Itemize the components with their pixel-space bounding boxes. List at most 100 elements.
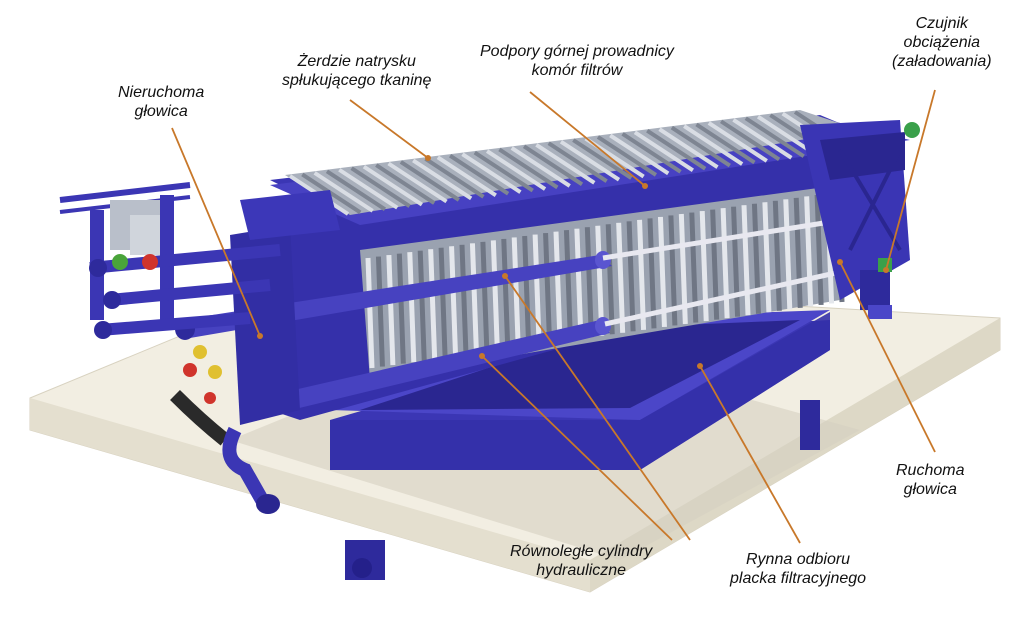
lower-plates [365, 191, 845, 369]
label-czujnik: Czujnik obciążenia (załadowania) [892, 14, 992, 71]
top-plate-rib [732, 118, 793, 160]
lower-plate-rib [637, 219, 647, 330]
base-platform-front-edge [30, 398, 590, 592]
top-plate-rib [646, 129, 707, 171]
leader-czujnik [885, 89, 936, 271]
top-plate-rib [547, 141, 608, 183]
top-plate-rib [670, 125, 731, 168]
label-podpory-line2: komór filtrów [531, 62, 623, 79]
lower-plate-rib [490, 240, 500, 351]
label-ruchoma: Ruchoma głowica [896, 461, 964, 499]
lower-plate-rib [438, 247, 448, 358]
top-plate-rib [424, 157, 485, 199]
top-plate-rib [498, 147, 559, 190]
leader-cylindry-1 [504, 275, 691, 541]
label-podpory: Podpory górnej prowadnicy komór filtrów [480, 42, 674, 80]
lower-plate-rib [793, 197, 803, 308]
top-plate-rib [461, 152, 522, 194]
lower-plate-rib [543, 232, 553, 344]
lower-plate-rib [480, 241, 490, 352]
leader-rynna [699, 365, 801, 544]
top-plate-rib [449, 154, 510, 196]
lower-plate-rib [407, 252, 417, 363]
top-plate-rib [301, 172, 362, 215]
label-nieruchoma-line1: Nieruchoma [118, 84, 205, 101]
lower-plate-rib [563, 230, 573, 341]
leader-podpory [529, 91, 646, 187]
lower-plate-rib [720, 208, 730, 319]
top-plate-rib [436, 155, 497, 197]
top-plate-rib [510, 146, 571, 188]
lower-plate-rib [647, 218, 657, 329]
lower-plate-rib [417, 250, 427, 361]
lower-plate-rib [396, 253, 406, 364]
lower-plate-rib [731, 206, 741, 317]
top-plate-rib [338, 168, 399, 210]
top-plate-rib [412, 158, 473, 201]
lower-plate-rib [532, 234, 542, 345]
lower-plate-rib [804, 196, 814, 307]
label-rynna-line2: placka filtracyjnego [730, 570, 867, 587]
lower-plate-rib [814, 194, 824, 306]
top-plate-rib [683, 124, 744, 166]
lower-plate-rib [574, 228, 584, 339]
lower-plate-rib [584, 227, 594, 338]
top-plate-rib [325, 169, 387, 211]
lower-plate-rib [459, 244, 469, 355]
top-plate-rib [399, 160, 460, 202]
label-cylindry-line2: hydrauliczne [536, 562, 627, 579]
label-zerdzie-line2: spłukującego tkaninę [282, 72, 432, 89]
label-czujnik-line1: Czujnik [915, 15, 969, 32]
label-zerdzie-line1: Żerdzie natrysku [297, 53, 416, 70]
leader-zerdzie [349, 99, 429, 159]
top-plate-rib [744, 116, 805, 158]
label-rynna: Rynna odbioru placka filtracyjnego [730, 550, 866, 588]
label-czujnik-line2: obciążenia [903, 34, 981, 51]
top-plate-rib [621, 132, 682, 174]
top-plate-rib [633, 130, 694, 172]
lower-plate-rib [553, 231, 563, 342]
top-plate-rib [473, 150, 534, 193]
top-plate-rib [658, 127, 719, 169]
lower-plate-rib [501, 238, 511, 350]
top-plate-rib [535, 143, 596, 185]
top-plate-rib [695, 122, 756, 165]
lower-plate-rib [616, 222, 626, 333]
lower-plate-rib [469, 243, 479, 354]
label-cylindry-line1: Równoległe cylindry [510, 543, 653, 560]
label-czujnik-line3: (załadowania) [892, 53, 992, 70]
top-plate-rib [375, 163, 436, 205]
lower-plate-rib [449, 246, 459, 357]
trough-outlet [352, 558, 372, 578]
top-plate-rib [572, 138, 633, 180]
label-zerdzie: Żerdzie natrysku spłukującego tkaninę [282, 52, 431, 90]
lower-plate-rib [428, 249, 438, 360]
top-plate-rib [559, 139, 621, 182]
top-plate-rib [313, 171, 374, 213]
lower-plate-rib [605, 224, 615, 335]
top-plate-rib [596, 135, 658, 177]
trough-inner [360, 320, 800, 410]
label-rynna-line1: Rynna odbioru [746, 551, 851, 568]
lower-plate-rib [386, 254, 396, 366]
lower-plate-rib [375, 256, 385, 367]
top-plate-rib [485, 149, 547, 191]
leader-lines [171, 89, 936, 544]
top-plate-rib [387, 161, 448, 204]
leader-nieruchoma [171, 127, 261, 337]
label-ruchoma-line2: głowica [903, 481, 957, 498]
lower-plate-rib [772, 200, 782, 311]
fixed-head [230, 190, 340, 425]
lower-plate-rib [783, 199, 793, 310]
top-plate-rib [707, 121, 768, 163]
lower-plate-rib [522, 235, 532, 347]
label-nieruchoma: Nieruchoma głowica [118, 83, 204, 121]
leader-ruchoma [839, 261, 936, 453]
top-plate-rib [350, 166, 411, 208]
leader-points [257, 155, 889, 369]
label-podpory-line1: Podpory górnej prowadnicy [480, 43, 674, 60]
lower-plate-rib [762, 202, 772, 313]
lower-plate-rib [751, 203, 761, 314]
